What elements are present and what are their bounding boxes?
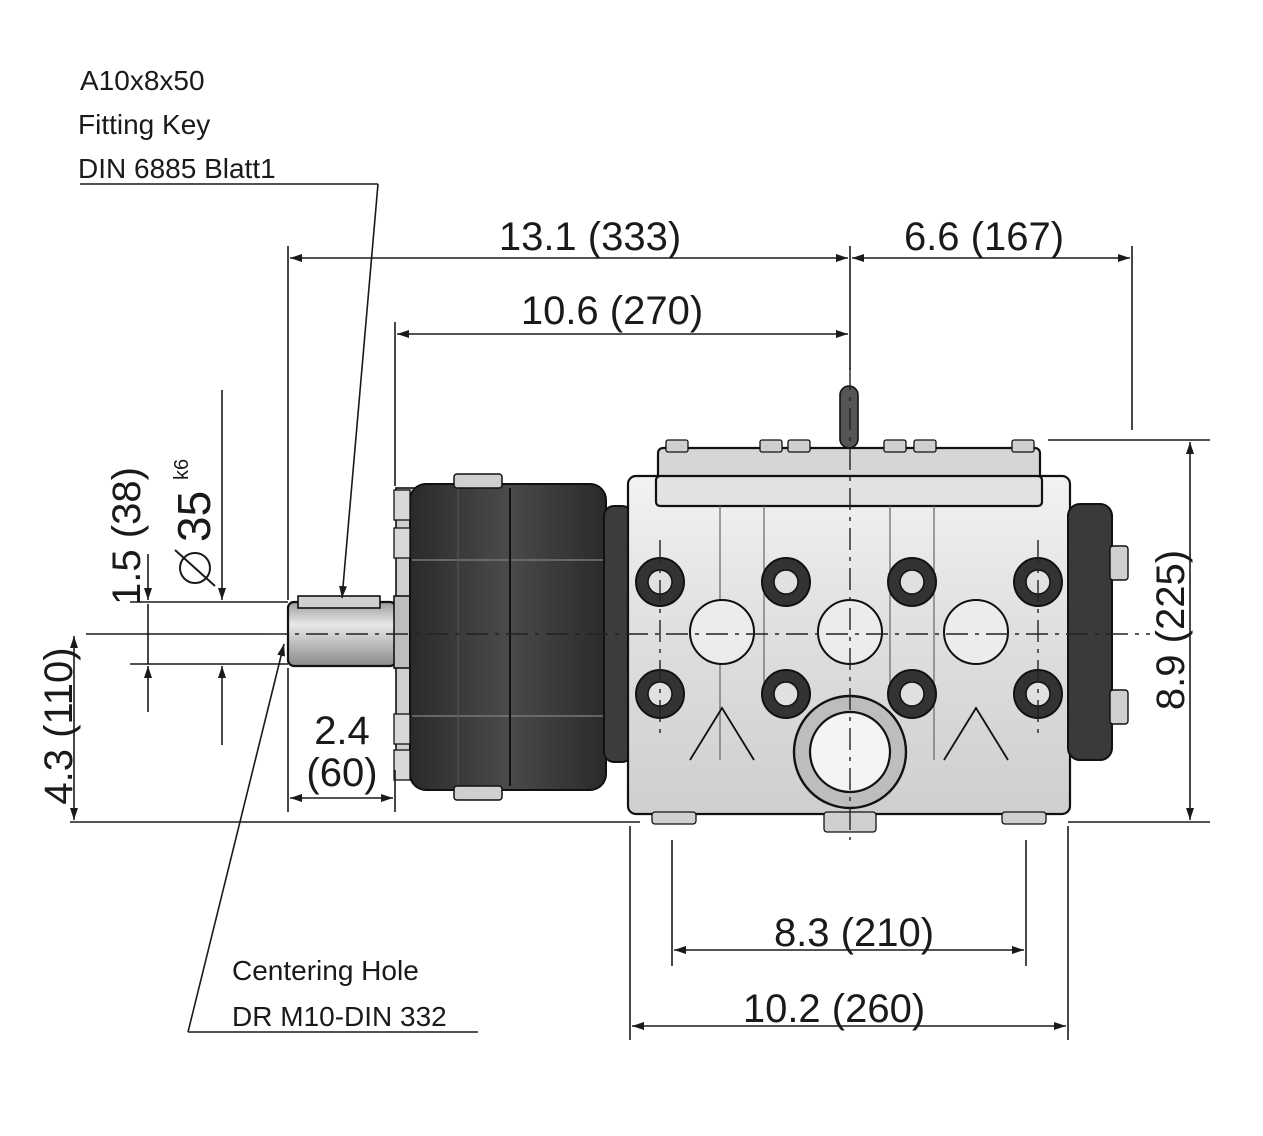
dim-shaft-to-center: 10.6 (270) [521,289,703,333]
centering-hole-line-1: Centering Hole [232,955,419,986]
dim-shaft-diameter: 35 k6 [168,459,220,587]
shaft-tolerance: k6 [171,459,193,480]
fitting-key-note: A10x8x50 Fitting Key DIN 6885 Blatt1 [78,65,276,184]
drive-shaft [286,595,398,668]
centering-hole-line-2: DR M10-DIN 332 [232,1001,447,1032]
pump-body [286,385,1129,833]
diameter-symbol [179,552,211,584]
fitting-key-line-2: Fitting Key [78,109,210,140]
fitting-key-line-3: DIN 6885 Blatt1 [78,153,276,184]
leader-lines [80,183,478,1033]
fitting-key-line-1: A10x8x50 [80,65,205,96]
dimension-labels: 13.1 (333) 6.6 (167) 10.6 (270) 8.9 (225… [37,215,1193,1031]
shaft-diameter-value: 35 [168,491,220,542]
bearing-housing [393,473,607,801]
dim-key-height: 1.5 (38) [105,467,149,605]
dim-foot-spacing: 8.3 (210) [774,911,934,955]
dim-shaft-height: 4.3 (110) [37,647,81,804]
dim-shaft-length-in: 2.4 [314,709,370,753]
extension-lines [70,246,1210,1040]
dimension-lines [70,254,1194,1030]
dim-height: 8.9 (225) [1149,550,1193,710]
dim-center-to-end: 6.6 (167) [904,215,1064,259]
dim-overall-length: 13.1 (333) [499,215,681,259]
crankcase [626,385,1072,833]
centering-hole-note: Centering Hole DR M10-DIN 332 [232,955,447,1032]
dim-base-length: 10.2 (260) [743,987,925,1031]
rear-cover [1067,503,1129,761]
dim-shaft-length-mm: (60) [306,751,377,795]
center-lines [266,368,1150,840]
